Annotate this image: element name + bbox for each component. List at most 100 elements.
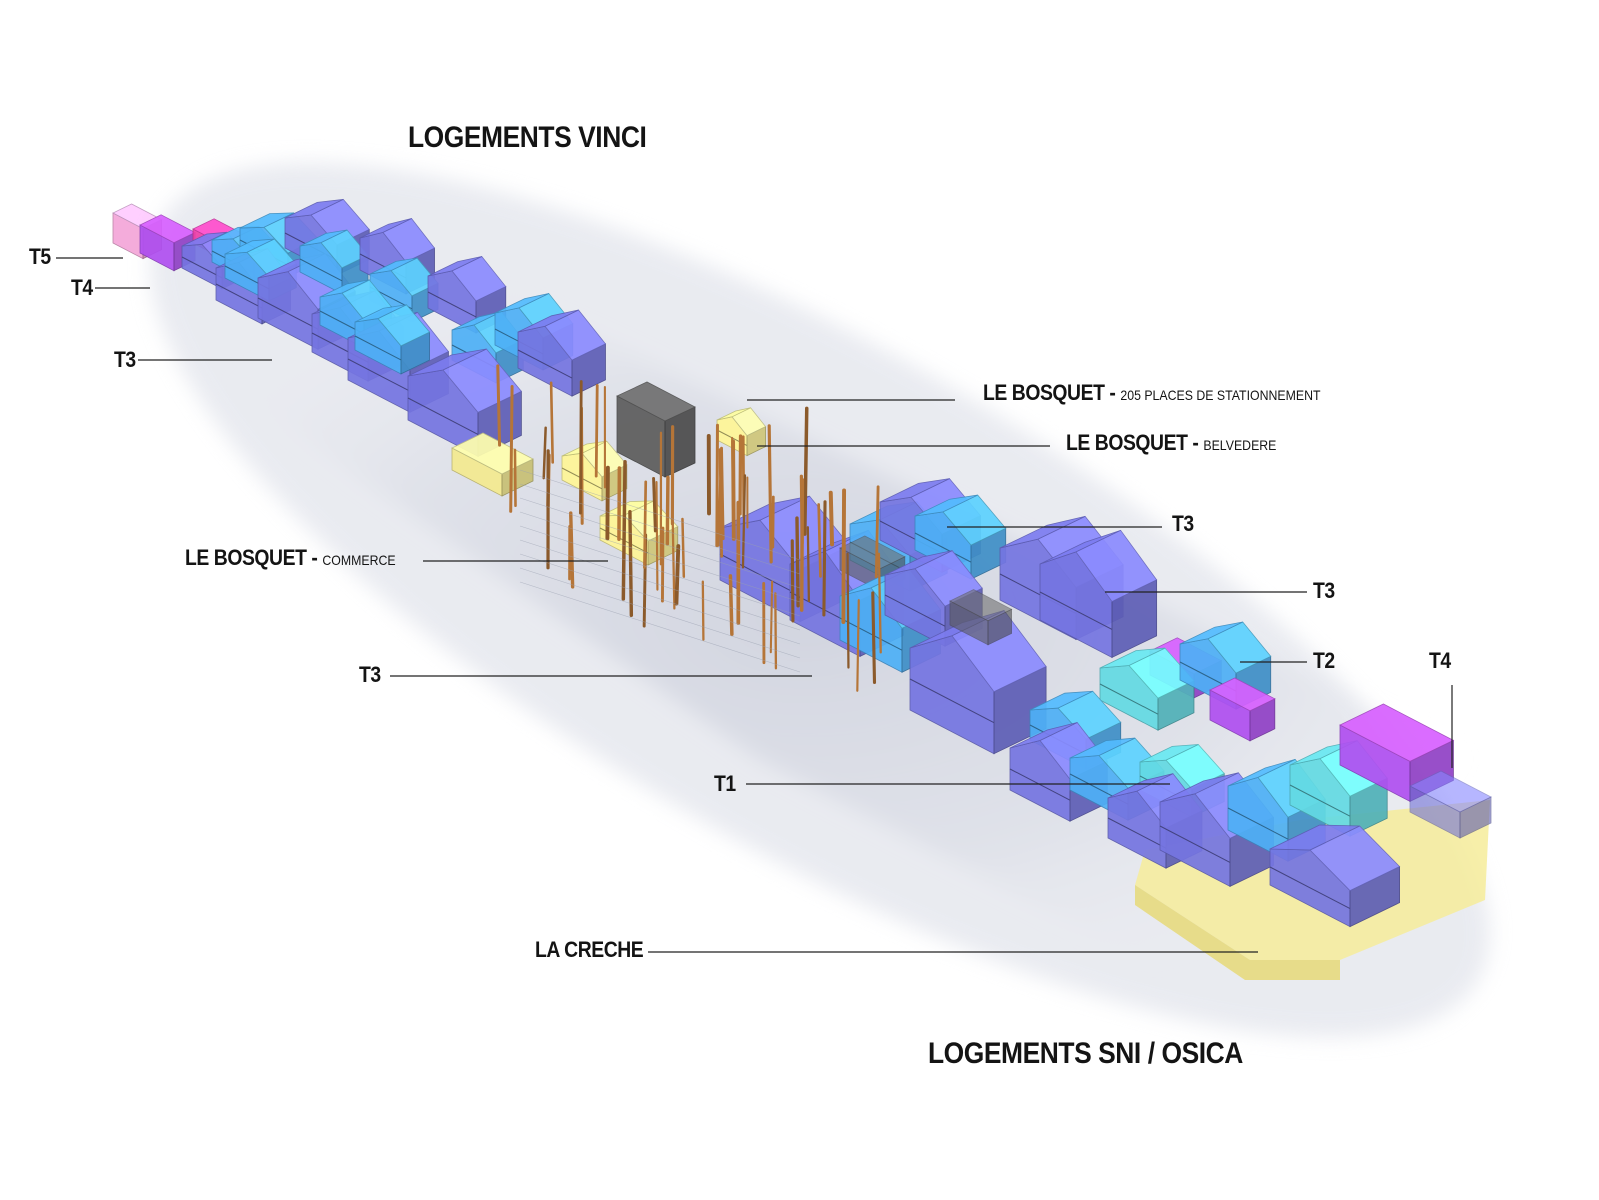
building-roof-back — [354, 304, 407, 323]
tree-trunk — [628, 509, 634, 618]
floor-line — [914, 532, 972, 563]
label-t1-left: T1 — [714, 771, 736, 796]
floor-line — [257, 297, 319, 330]
tree-trunk — [822, 500, 827, 617]
tree-trunk — [542, 426, 547, 480]
floor-line — [719, 553, 801, 597]
building-roof-back — [1069, 737, 1136, 759]
tree-trunk — [841, 488, 847, 624]
label-t3-right-b: T3 — [1313, 578, 1335, 603]
title-logements-vinci: LOGEMENTS VINCI — [408, 121, 647, 154]
building-roof-back — [716, 407, 751, 421]
building-roof-back — [1269, 824, 1360, 851]
building-roof-back — [369, 257, 418, 275]
tree-trunk — [790, 539, 795, 623]
parking-grid-line — [519, 581, 801, 673]
tree-trunk — [877, 552, 882, 654]
parking-grid-line — [519, 469, 801, 561]
bosquet-trees — [496, 364, 882, 692]
bosquet-belvedere-sub: BELVEDERE — [1203, 437, 1277, 453]
floor-line — [839, 617, 903, 651]
tree-trunk — [806, 526, 811, 603]
tree-trunk — [803, 406, 809, 536]
tree-trunk — [728, 574, 734, 637]
tree-trunk — [513, 448, 517, 507]
label-t3-left-mid: T3 — [359, 662, 381, 687]
tree-trunk — [605, 465, 610, 541]
building-volume — [354, 304, 431, 375]
building-roof-back — [1179, 621, 1243, 645]
tree-trunk — [652, 477, 657, 533]
block-top-face — [616, 381, 696, 422]
tree-trunk — [767, 424, 773, 564]
tree-trunk — [701, 580, 705, 641]
building-volume — [1039, 529, 1158, 659]
tree-trunk — [621, 460, 627, 601]
tree-trunk — [741, 474, 747, 569]
building-roof-back — [224, 238, 275, 255]
building-roof-back — [517, 309, 579, 333]
label-bosquet-commerce: LE BOSQUET - COMMERCE — [185, 545, 396, 571]
parking-grid-line — [519, 511, 801, 603]
tree-trunk — [871, 591, 877, 685]
title-logements-sni-osica: LOGEMENTS SNI / OSICA — [928, 1037, 1243, 1070]
building-roof-back — [239, 212, 294, 229]
floor-line — [215, 283, 263, 309]
tree-trunk — [569, 511, 575, 589]
tree-trunk — [846, 552, 850, 669]
tree-trunk — [874, 485, 880, 579]
building-roof-back — [914, 494, 978, 517]
floor-line — [1289, 784, 1351, 817]
tree-trunk — [665, 475, 670, 546]
tree-trunk — [720, 446, 725, 541]
floor-line — [884, 594, 946, 627]
label-t4-left: T4 — [71, 275, 93, 300]
floor-line — [347, 358, 411, 392]
courtyard-block — [949, 589, 1013, 646]
building-roof-back — [181, 231, 227, 247]
purple-block — [1209, 677, 1276, 742]
separator-dash: - — [311, 545, 318, 570]
separator-dash: - — [1109, 380, 1116, 405]
block-top-face — [839, 535, 906, 570]
building-roof-back — [1107, 773, 1174, 799]
tree-trunk — [671, 520, 676, 610]
tree-trunk — [496, 364, 502, 447]
parking-grid-line — [519, 539, 801, 631]
tree-trunk — [681, 517, 686, 578]
parking-grid-line — [519, 553, 801, 645]
label-la-creche: LA CRECHE — [535, 937, 644, 962]
block-top-face — [1209, 677, 1276, 712]
floor-line — [517, 349, 573, 379]
floor-line — [299, 258, 343, 282]
leader-lines — [56, 257, 1453, 953]
building-roof-back — [1139, 744, 1199, 763]
parking-grid-line — [519, 497, 801, 589]
building-roof-back — [1159, 772, 1239, 803]
separator-dash: - — [1192, 430, 1199, 455]
building-volume — [1099, 647, 1195, 731]
block-top-face — [1339, 703, 1455, 762]
building-roof-back — [1009, 722, 1078, 749]
parking-grid-line — [519, 483, 801, 575]
label-t5-left: T5 — [29, 244, 51, 269]
tree-trunk — [828, 490, 835, 547]
building-roof-back — [999, 515, 1086, 549]
building-roof-back — [1227, 759, 1296, 787]
building-roof-back — [1099, 647, 1166, 669]
parking-grid-line — [519, 567, 801, 659]
tree-trunk — [731, 436, 735, 526]
block-top-face — [949, 589, 1013, 622]
building-roof-back — [359, 218, 412, 239]
tree-trunk — [509, 385, 514, 513]
tree-trunk — [769, 580, 774, 654]
bosquet-belvedere-name: LE BOSQUET — [1066, 430, 1188, 455]
bosquet-commerce-sub: COMMERCE — [322, 552, 396, 568]
label-t2-right: T2 — [1313, 648, 1335, 673]
floor-line — [1099, 683, 1159, 715]
floor-line — [407, 397, 479, 435]
low-block — [1409, 770, 1492, 839]
block-top-face — [451, 432, 534, 475]
tree-trunk — [549, 381, 555, 464]
